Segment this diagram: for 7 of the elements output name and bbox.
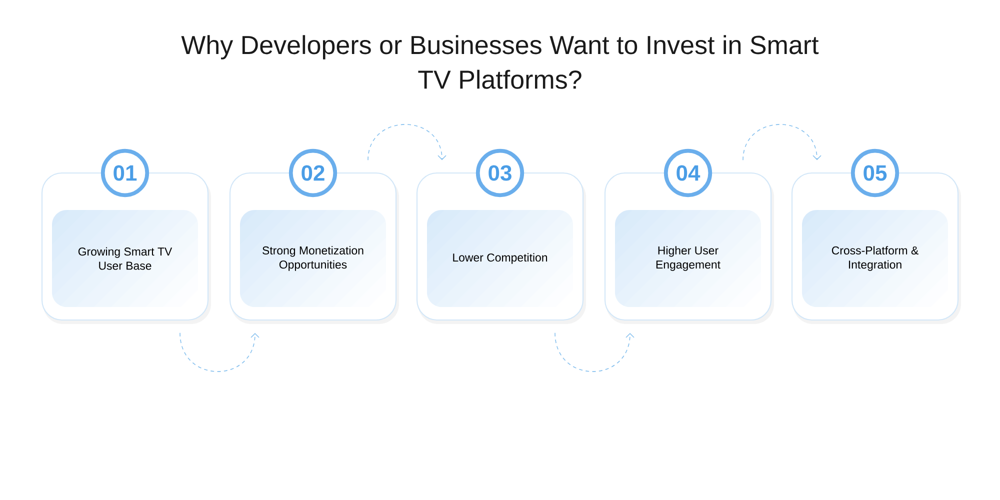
node-label: Strong Monetization Opportunities: [262, 246, 364, 271]
dashed-arrow: [368, 124, 446, 160]
dashed-arrow: [742, 124, 822, 160]
dashed-arrow: [554, 332, 634, 372]
dashed-arrow: [180, 332, 260, 372]
title: Why Developers or Businesses Want to Invest in Smart TV Platforms?: [181, 35, 819, 89]
node-label: User Base: [99, 262, 152, 270]
